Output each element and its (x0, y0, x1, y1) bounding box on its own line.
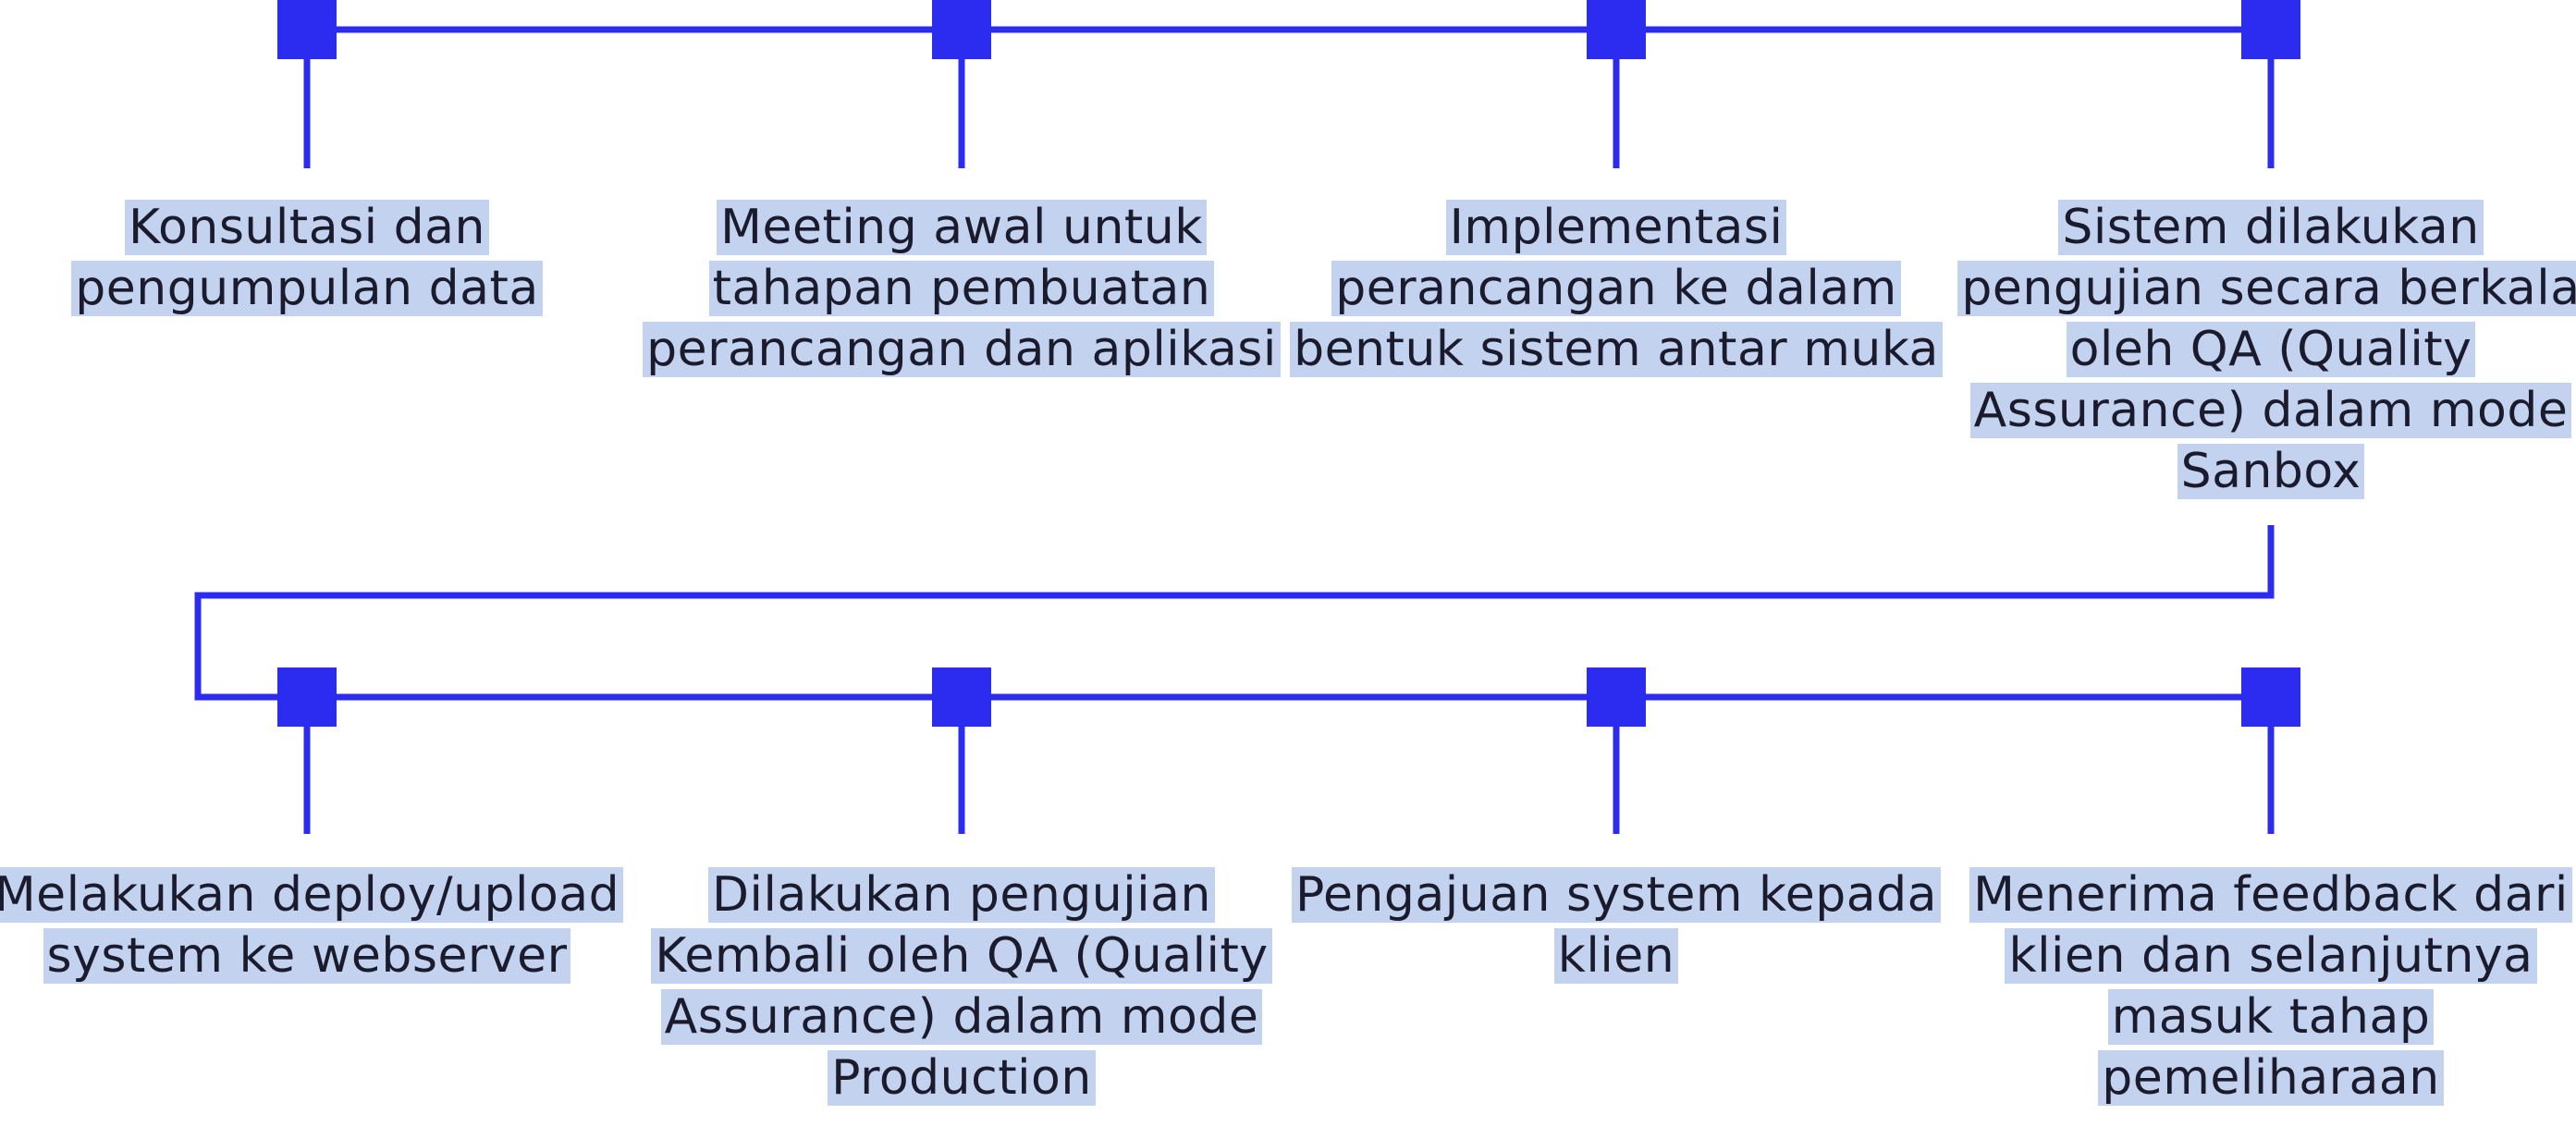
step8-label-text: Menerima feedback dari klien dan selanju… (1969, 867, 2572, 1106)
step6-node (932, 667, 991, 727)
step4-label-text: Sistem dilakukan pengujian secara berkal… (1957, 200, 2576, 499)
step1-label: Konsultasi dan pengumpulan data (0, 197, 640, 319)
step5-label-text: Melakukan deploy/upload system ke webser… (0, 867, 624, 984)
step3-node (1587, 0, 1646, 59)
step2-label: Meeting awal untuk tahapan pembuatan per… (629, 197, 1294, 380)
step6-label: Dilakukan pengujian Kembali oleh QA (Qua… (629, 864, 1294, 1108)
step8-label: Menerima feedback dari klien dan selanju… (1957, 864, 2576, 1108)
step4-label: Sistem dilakukan pengujian secara berkal… (1957, 197, 2576, 502)
step5-node (277, 667, 337, 727)
step7-label-text: Pengajuan system kepada klien (1291, 867, 1942, 984)
step7-node (1587, 667, 1646, 727)
row-link-connector (194, 525, 2275, 701)
step4-node (2241, 0, 2300, 59)
step2-node (932, 0, 991, 59)
step6-label-text: Dilakukan pengujian Kembali oleh QA (Qua… (651, 867, 1272, 1106)
step1-node (277, 0, 337, 59)
step3-label-text: Implementasi perancangan ke dalam bentuk… (1290, 200, 1943, 377)
step5-label: Melakukan deploy/upload system ke webser… (0, 864, 640, 986)
step1-label-text: Konsultasi dan pengumpulan data (71, 200, 543, 316)
step3-label: Implementasi perancangan ke dalam bentuk… (1283, 197, 1949, 380)
step2-label-text: Meeting awal untuk tahapan pembuatan per… (643, 200, 1281, 377)
step7-label: Pengajuan system kepada klien (1283, 864, 1949, 986)
step8-node (2241, 667, 2300, 727)
